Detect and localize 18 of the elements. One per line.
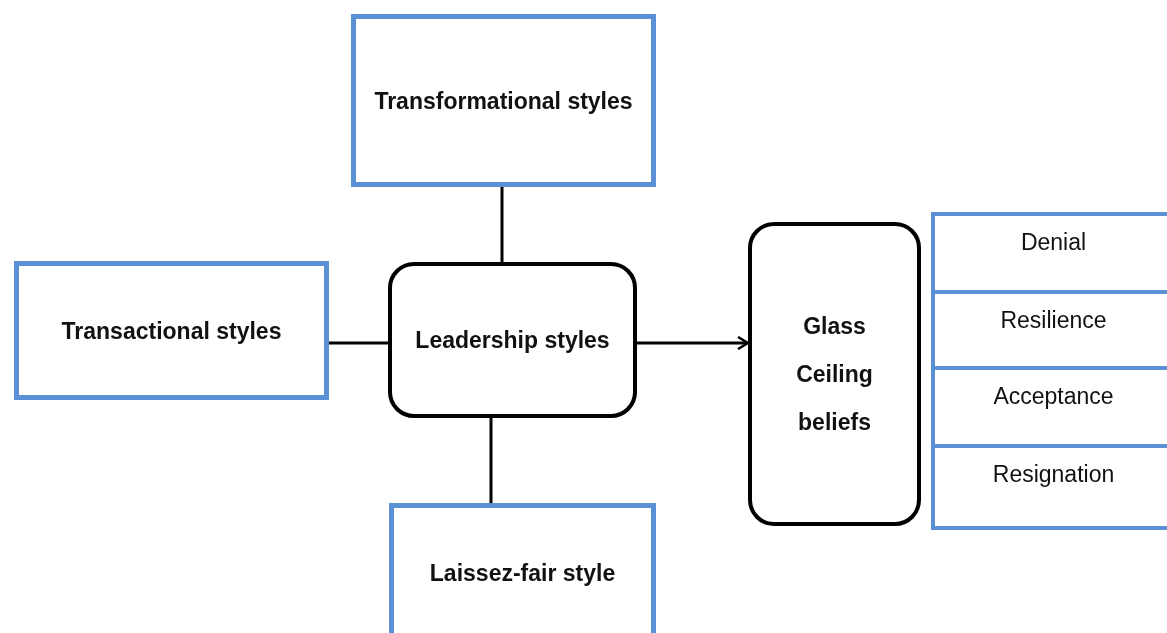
node-label: Resignation [992,460,1115,488]
arrow [637,335,750,351]
connector-line [329,341,388,345]
node-label: Denial [1020,228,1087,256]
connector-line [489,418,493,503]
node-label: Transformational styles [374,86,633,116]
node-label: Glass Ceiling beliefs [795,312,874,437]
connector-line [500,187,504,262]
node-label: Transactional styles [61,316,282,346]
node-label: Laissez-fair style [429,559,616,588]
node-label: Resilience [1000,306,1107,334]
style-box [389,503,656,633]
node-label: Leadership styles [415,326,610,355]
style-box [14,261,329,400]
style-box [351,14,656,187]
node-label: Acceptance [993,382,1114,410]
central-rounded-box [388,262,637,418]
outcome-rounded-box [748,222,921,526]
